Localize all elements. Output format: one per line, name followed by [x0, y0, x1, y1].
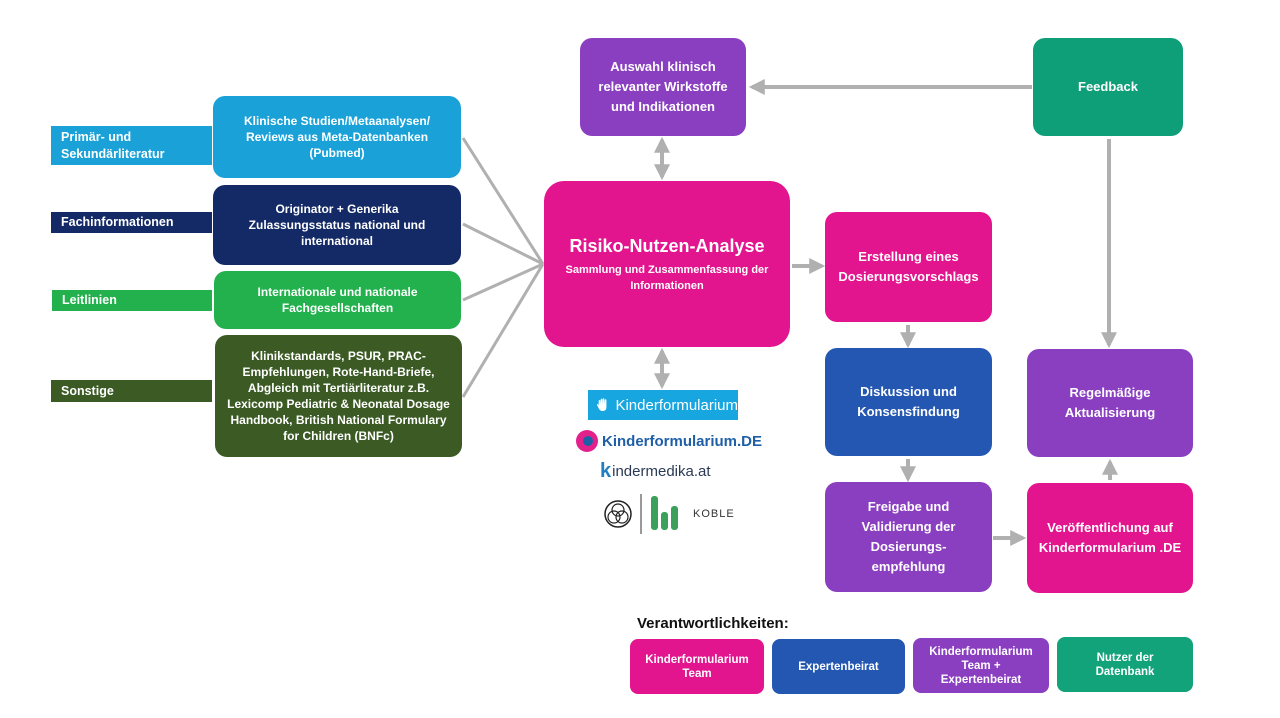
source-fachges: Internationale und nationale Fachgesells…	[214, 271, 461, 329]
process-auswahl-text: Auswahl klinisch relevanter Wirkstoffe u…	[598, 59, 728, 114]
logo-kinderformularium-text: Kinderformularium	[615, 396, 738, 414]
center-risiko-nutzen: Risiko-Nutzen-Analyse Sammlung und Zusam…	[544, 181, 790, 347]
connector-klinik	[461, 263, 545, 398]
source-originator: Originator + Generika Zulassungsstatus n…	[213, 185, 461, 265]
legend-title: Verantwortlichkeiten:	[637, 615, 789, 632]
process-aktualisierung: Regelmäßige Aktualisierung	[1027, 349, 1193, 457]
logo-kinderformularium-de-text: Kinderformularium.DE	[602, 432, 763, 450]
tag-fachinfo-label: Fachinformationen	[61, 215, 174, 229]
connector-fachges	[462, 262, 544, 302]
logo-koble: KOBLE	[603, 494, 735, 534]
tag-sonstige-label: Sonstige	[61, 383, 114, 398]
legend-item-team-expertenbeirat: Kinderformularium Team + Expertenbeirat	[913, 638, 1049, 693]
legend-item-nutzer: Nutzer der Datenbank	[1057, 637, 1193, 692]
logo-kinderformularium-de: Kinderformularium.DE	[576, 430, 762, 452]
process-feedback-text: Feedback	[1078, 79, 1138, 94]
legend-item-team-expertenbeirat-label: Kinderformularium Team + Expertenbeirat	[929, 645, 1033, 686]
source-studien: Klinische Studien/Metaanalysen/ Reviews …	[213, 96, 461, 178]
source-klinik-text: Klinikstandards, PSUR, PRAC-Empfehlungen…	[227, 349, 450, 443]
koble-seal-icon	[604, 500, 632, 528]
hand-icon	[596, 398, 607, 412]
logo-koble-text: KOBLE	[693, 508, 735, 520]
source-studien-text: Klinische Studien/Metaanalysen/ Reviews …	[243, 114, 431, 160]
koble-bars-icon	[640, 494, 678, 534]
tag-sonstige: Sonstige	[51, 380, 212, 402]
connector-studien	[461, 137, 545, 265]
kindermedika-figure-icon: k	[600, 460, 612, 482]
process-diskussion: Diskussion und Konsensfindung	[825, 348, 992, 456]
tag-fachinfo: Fachinformationen	[51, 212, 212, 233]
process-aktualisierung-text: Regelmäßige Aktualisierung	[1064, 385, 1156, 420]
process-freigabe: Freigabe und Validierung der Dosierungs-…	[825, 482, 992, 592]
legend-item-team: Kinderformularium Team	[630, 639, 764, 694]
legend-item-nutzer-label: Nutzer der Datenbank	[1095, 651, 1155, 678]
tag-primaer-label: Primär- und Sekundärliteratur	[61, 129, 165, 161]
connector-originator	[462, 222, 544, 266]
process-auswahl: Auswahl klinisch relevanter Wirkstoffe u…	[580, 38, 746, 136]
source-originator-text: Originator + Generika Zulassungsstatus n…	[248, 202, 426, 248]
process-erstellung-text: Erstellung eines Dosierungsvorschlags	[838, 249, 979, 284]
process-freigabe-text: Freigabe und Validierung der Dosierungs-…	[861, 499, 956, 574]
kinderformularium-de-mark-icon	[576, 430, 598, 452]
center-title: Risiko-Nutzen-Analyse	[569, 236, 765, 256]
center-subtitle: Sammlung und Zusammenfassung der Informa…	[565, 264, 769, 292]
logo-kindermedika-text: indermedika.at	[612, 463, 711, 480]
process-diskussion-text: Diskussion und Konsensfindung	[857, 384, 960, 419]
source-klinik: Klinikstandards, PSUR, PRAC-Empfehlungen…	[215, 335, 462, 457]
process-erstellung: Erstellung eines Dosierungsvorschlags	[825, 212, 992, 322]
tag-primaer: Primär- und Sekundärliteratur	[51, 126, 212, 165]
logo-kinderformularium: Kinderformularium	[588, 390, 738, 420]
legend-item-expertenbeirat: Expertenbeirat	[772, 639, 905, 694]
legend-item-team-label: Kinderformularium Team	[645, 653, 749, 680]
process-veroeffentlichung-text: Veröffentlichung auf Kinderformularium .…	[1038, 520, 1182, 555]
source-fachges-text: Internationale und nationale Fachgesells…	[257, 285, 418, 315]
process-veroeffentlichung: Veröffentlichung auf Kinderformularium .…	[1027, 483, 1193, 593]
logo-kindermedika: k indermedika.at	[600, 460, 711, 483]
tag-leitlinien-label: Leitlinien	[62, 293, 117, 307]
tag-leitlinien: Leitlinien	[52, 290, 212, 311]
legend-item-expertenbeirat-label: Expertenbeirat	[798, 660, 879, 673]
process-feedback: Feedback	[1033, 38, 1183, 136]
